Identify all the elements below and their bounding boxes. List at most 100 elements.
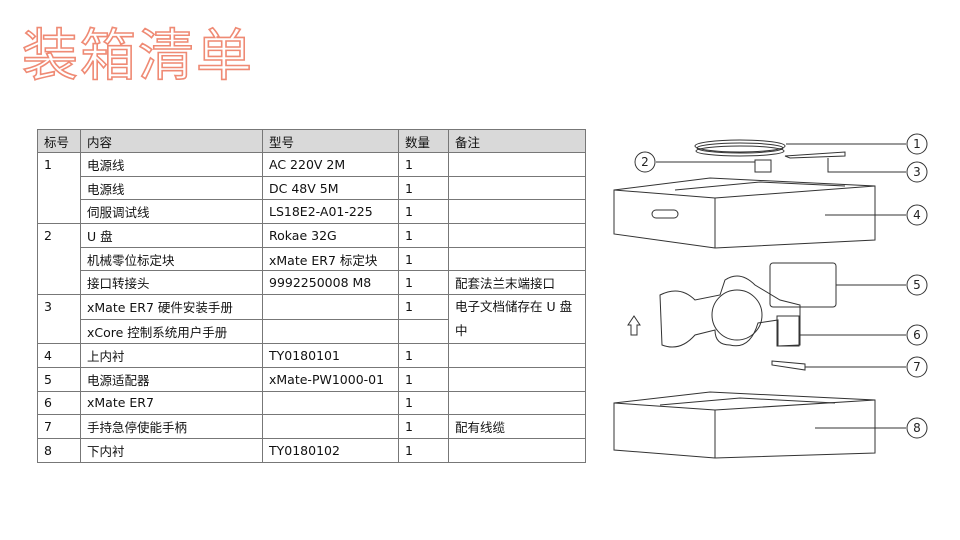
cell-content: 接口转接头 [80,270,263,296]
callout-8: 8 [906,417,928,439]
header-qty: 数量 [398,129,449,153]
cell-note [448,152,586,177]
callout-4: 4 [906,204,928,226]
cell-no: 8 [37,437,81,463]
cell-qty: 1 [398,223,449,248]
cell-note [448,175,586,201]
cell-no: 4 [37,343,81,368]
cell-qty [398,318,449,345]
header-model: 型号 [262,129,399,153]
cell-note [448,343,586,368]
up-arrow-icon [627,315,641,336]
robot-arm-illustration [659,262,837,348]
cell-note [448,366,586,392]
cell-content: 机械零位标定块 [80,246,263,272]
cell-qty: 1 [398,414,449,439]
header-note: 备注 [448,129,586,153]
cell-model: 9992250008 M8 [262,270,399,296]
cell-model: xMate ER7 标定块 [262,246,399,272]
header-content: 内容 [80,129,263,153]
callout-number: 8 [913,421,921,435]
callout-number: 7 [913,360,921,374]
callout-1: 1 [906,133,928,155]
cell-no: 6 [37,390,81,416]
cell-content: xMate ER7 硬件安装手册 [80,294,263,320]
callout-7: 7 [906,356,928,378]
cell-content: 手持急停使能手柄 [80,414,263,439]
cell-no: 3 [37,294,81,345]
cell-qty: 1 [398,175,449,201]
cell-content: 上内衬 [80,343,263,368]
cell-qty: 1 [398,343,449,368]
cell-model: DC 48V 5M [262,175,399,201]
cell-content: 电源线 [80,152,263,177]
cell-content: 电源适配器 [80,366,263,392]
callout-6: 6 [906,324,928,346]
cell-model: xMate-PW1000-01 [262,366,399,392]
cable-coil-illustration [694,139,786,157]
packing-diagram: 1 2 3 4 5 6 7 8 [613,133,928,459]
cell-note [448,390,586,416]
callout-number: 6 [913,328,921,342]
callout-2: 2 [634,151,656,173]
cell-content: 下内衬 [80,437,263,463]
cell-qty: 1 [398,366,449,392]
callout-lines [656,143,906,429]
cell-model: Rokae 32G [262,223,399,248]
cell-model [262,390,399,416]
cell-model: LS18E2-A01-225 [262,199,399,225]
callout-number: 5 [913,278,921,292]
callout-number: 3 [913,165,921,179]
cell-qty: 1 [398,437,449,463]
usb-illustration [754,159,772,173]
lower-liner-illustration [613,391,876,459]
cell-content: U 盘 [80,223,263,248]
cell-note [448,437,586,463]
callout-number: 4 [913,208,921,222]
cell-qty: 1 [398,152,449,177]
callout-3: 3 [906,161,928,183]
cell-qty: 1 [398,246,449,272]
header-no: 标号 [37,129,81,153]
cell-qty: 1 [398,199,449,225]
table-header: 标号 内容 型号 数量 备注 [37,129,586,153]
cell-no: 7 [37,414,81,439]
callout-5: 5 [906,274,928,296]
callout-number: 1 [913,137,921,151]
cell-model: TY0180101 [262,343,399,368]
callout-number: 2 [641,155,649,169]
cell-no: 2 [37,223,81,296]
cell-note: 配有线缆 [448,414,586,439]
cell-model [262,318,399,345]
page-title: 装箱清单 [21,23,254,90]
cell-note: 配套法兰末端接口 [448,270,586,296]
cell-no: 5 [37,366,81,392]
upper-liner-illustration [613,177,876,249]
cell-content: xCore 控制系统用户手册 [80,318,263,345]
cell-content: xMate ER7 [80,390,263,416]
cell-note: 电子文档储存在 U 盘中 [448,294,586,345]
cell-no: 1 [37,151,81,225]
manual-illustration [784,151,846,159]
cell-model: TY0180102 [262,437,399,463]
cell-qty: 1 [398,294,449,320]
cell-qty: 1 [398,270,449,296]
cell-note [448,199,586,225]
handle-illustration [771,360,806,371]
cell-content: 伺服调试线 [80,199,263,225]
cell-note [448,246,586,272]
cell-note [448,223,586,248]
cell-model: AC 220V 2M [262,152,399,177]
